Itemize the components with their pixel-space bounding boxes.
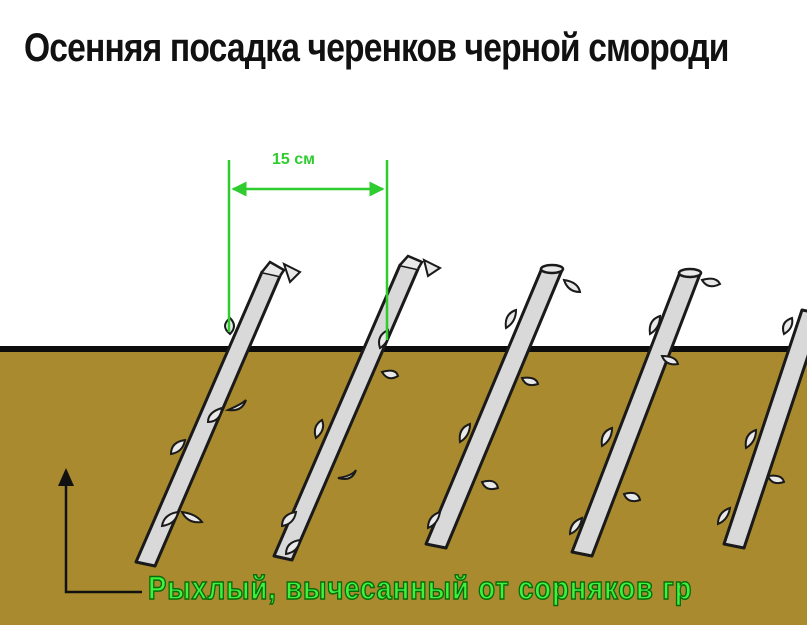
- soil-area: [0, 350, 807, 625]
- ground-line: [0, 346, 807, 352]
- cutting-3: [424, 263, 582, 550]
- spacing-arrow-icon: [227, 160, 389, 340]
- depth-arrow-icon: [58, 468, 142, 594]
- cutting-4: [568, 267, 722, 558]
- cutting-2: [272, 254, 442, 562]
- page-title: Осенняя посадка черенков черной смороди: [24, 26, 729, 70]
- cutting-5: [716, 308, 807, 550]
- spacing-label: 15 см: [272, 151, 315, 168]
- cuttings-group: [134, 254, 807, 568]
- cutting-1: [134, 260, 302, 568]
- soil-label: Рыхлый, вычесанный от сорняков гр: [147, 569, 693, 607]
